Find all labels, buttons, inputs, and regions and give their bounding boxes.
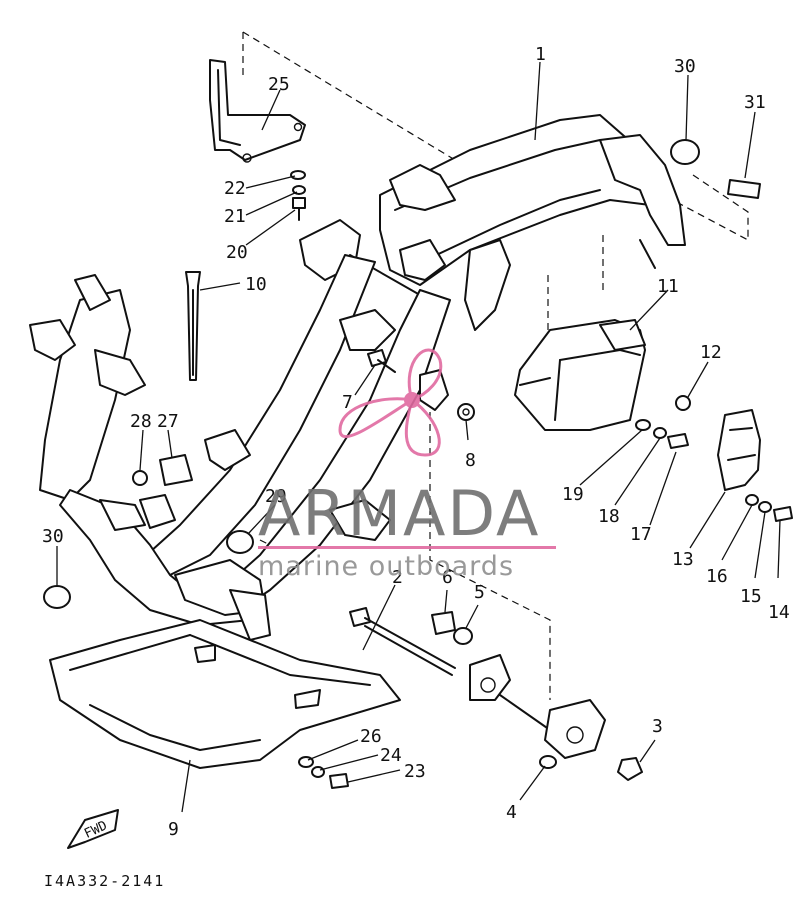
main-frame-part — [29, 114, 686, 641]
relay-13-part — [717, 409, 761, 491]
washer-18-part — [653, 427, 667, 439]
callout-7: 7 — [342, 392, 353, 413]
callout-3: 3 — [652, 716, 663, 737]
washer-19-part — [635, 419, 651, 431]
callout-13: 13 — [672, 549, 694, 570]
bolt-7-part — [367, 349, 396, 373]
nut-12-part — [675, 395, 691, 411]
plug-30-upper-part — [670, 139, 700, 165]
callout-28: 28 — [130, 411, 152, 432]
bracket-25-part — [209, 59, 306, 163]
callout-numbers: 1 2 3 4 5 6 7 8 9 10 11 12 13 14 15 16 1… — [42, 44, 790, 840]
washer-16-part — [745, 494, 759, 506]
propeller-logo-icon — [338, 348, 443, 457]
bolt-20-part — [292, 197, 306, 221]
callout-16: 16 — [706, 566, 728, 587]
engine-mount-4-part — [469, 654, 606, 769]
callout-30-upper: 30 — [674, 56, 696, 77]
washer-15-part — [758, 501, 772, 513]
plug-30-lower-part — [43, 585, 71, 609]
callout-18: 18 — [598, 506, 620, 527]
callout-2: 2 — [392, 567, 403, 588]
washer-24-part — [311, 766, 325, 778]
callout-20: 20 — [226, 242, 248, 263]
bolt-2-part — [349, 607, 456, 676]
under-cover-9-part — [49, 619, 401, 769]
callout-31: 31 — [744, 92, 766, 113]
callout-8: 8 — [465, 450, 476, 471]
callout-1: 1 — [535, 44, 546, 65]
callout-21: 21 — [224, 206, 246, 227]
collar-5-part — [453, 627, 473, 645]
callout-19: 19 — [562, 484, 584, 505]
callout-24: 24 — [380, 745, 402, 766]
plug-29-part — [226, 530, 254, 554]
washer-22-part — [290, 170, 306, 180]
nut-3-part — [617, 757, 643, 781]
callout-23: 23 — [404, 761, 426, 782]
callout-12: 12 — [700, 342, 722, 363]
cable-tie-10-part — [185, 271, 201, 381]
nut-8-part — [457, 403, 475, 421]
callout-15: 15 — [740, 586, 762, 607]
callout-11: 11 — [657, 276, 679, 297]
diagram-code: I4A332-2141 — [44, 872, 165, 890]
spring-6-part — [431, 611, 456, 635]
callout-22: 22 — [224, 178, 246, 199]
plug-31-part — [727, 179, 761, 199]
bolt-23-part — [329, 773, 349, 789]
watermark-brand: ARMADA — [258, 477, 540, 550]
callout-6: 6 — [442, 567, 453, 588]
fwd-arrow: FWD — [67, 809, 119, 849]
watermark-tagline: marine outboards — [258, 551, 514, 582]
callout-30-lower: 30 — [42, 526, 64, 547]
callout-10: 10 — [245, 274, 267, 295]
callout-9: 9 — [168, 819, 179, 840]
callout-29: 29 — [265, 486, 287, 507]
callout-25: 26 — [360, 726, 382, 747]
callout-27: 27 — [157, 411, 179, 432]
bracket-8-part — [419, 369, 449, 411]
callout-5: 5 — [474, 582, 485, 603]
bracket-27-part — [159, 454, 193, 486]
watermark-underline — [258, 546, 556, 549]
callout-17: 17 — [630, 524, 652, 545]
bolt-14-part — [773, 506, 793, 522]
battery-box-11-part — [514, 319, 646, 431]
callout-26: 25 — [268, 74, 290, 95]
callout-4: 4 — [506, 802, 517, 823]
assembly-dash-lines — [242, 31, 749, 700]
bolt-17-part — [667, 433, 689, 449]
leader-lines — [56, 61, 781, 813]
armada-watermark: ARMADA marine outboards — [258, 348, 556, 582]
nut-28-part — [132, 470, 148, 486]
callout-14: 14 — [768, 602, 790, 623]
